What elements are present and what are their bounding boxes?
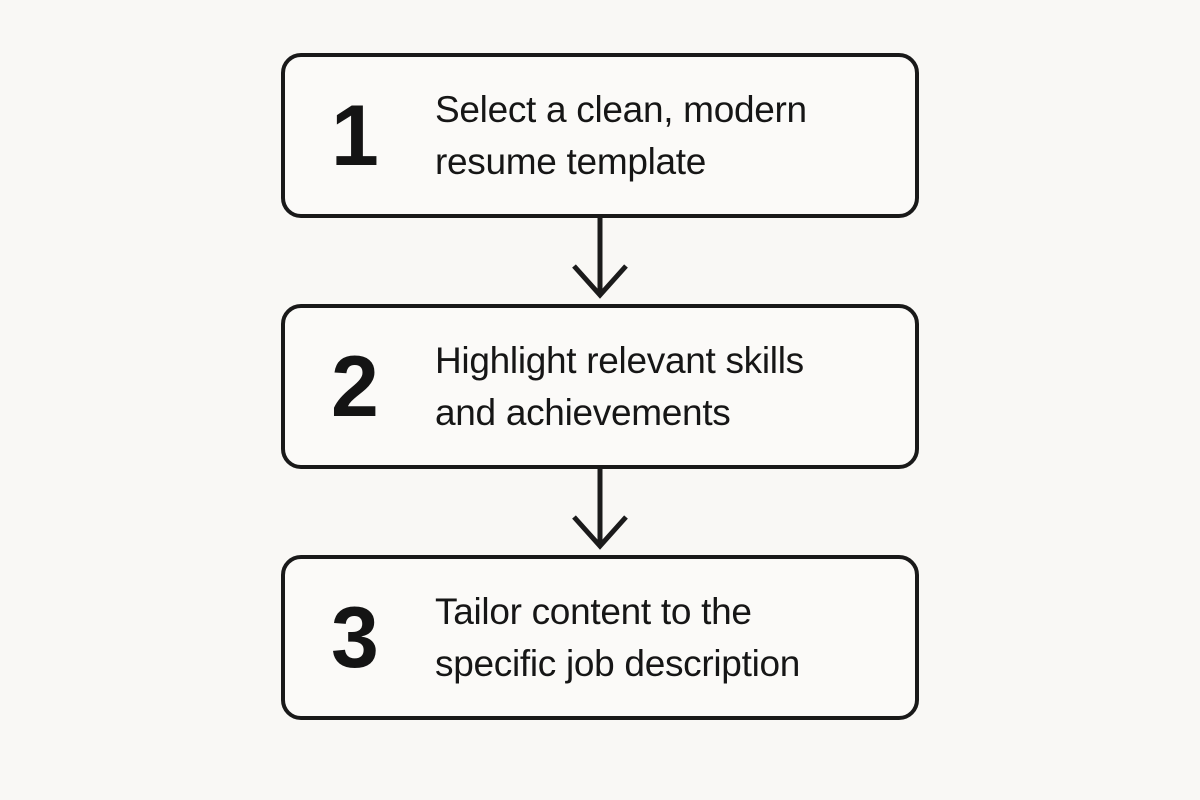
step-label-3: Tailor content to the specific job descri… [435, 586, 800, 688]
step-number-1: 1 [331, 87, 379, 184]
step-box-3: 3 Tailor content to the specific job desc… [281, 555, 919, 720]
step-label-2: Highlight relevant skills and achievement… [435, 335, 804, 437]
step-box-1: 1 Select a clean, modern resume template [281, 53, 919, 218]
down-arrow-icon [572, 217, 628, 299]
step-label-2-line-2: and achievements [435, 391, 731, 433]
step-label-3-line-1: Tailor content to the [435, 591, 752, 633]
step-box-2: 2 Highlight relevant skills and achieveme… [281, 304, 919, 469]
step-number-2: 2 [331, 338, 379, 435]
step-label-2-line-1: Highlight relevant skills [435, 340, 804, 382]
step-label-1: Select a clean, modern resume template [435, 84, 807, 186]
down-arrow-icon [572, 468, 628, 550]
step-label-1-line-1: Select a clean, modern [435, 89, 807, 131]
step-label-3-line-2: specific job description [435, 642, 801, 684]
step-label-1-line-2: resume template [435, 140, 707, 182]
step-number-3: 3 [331, 589, 379, 686]
